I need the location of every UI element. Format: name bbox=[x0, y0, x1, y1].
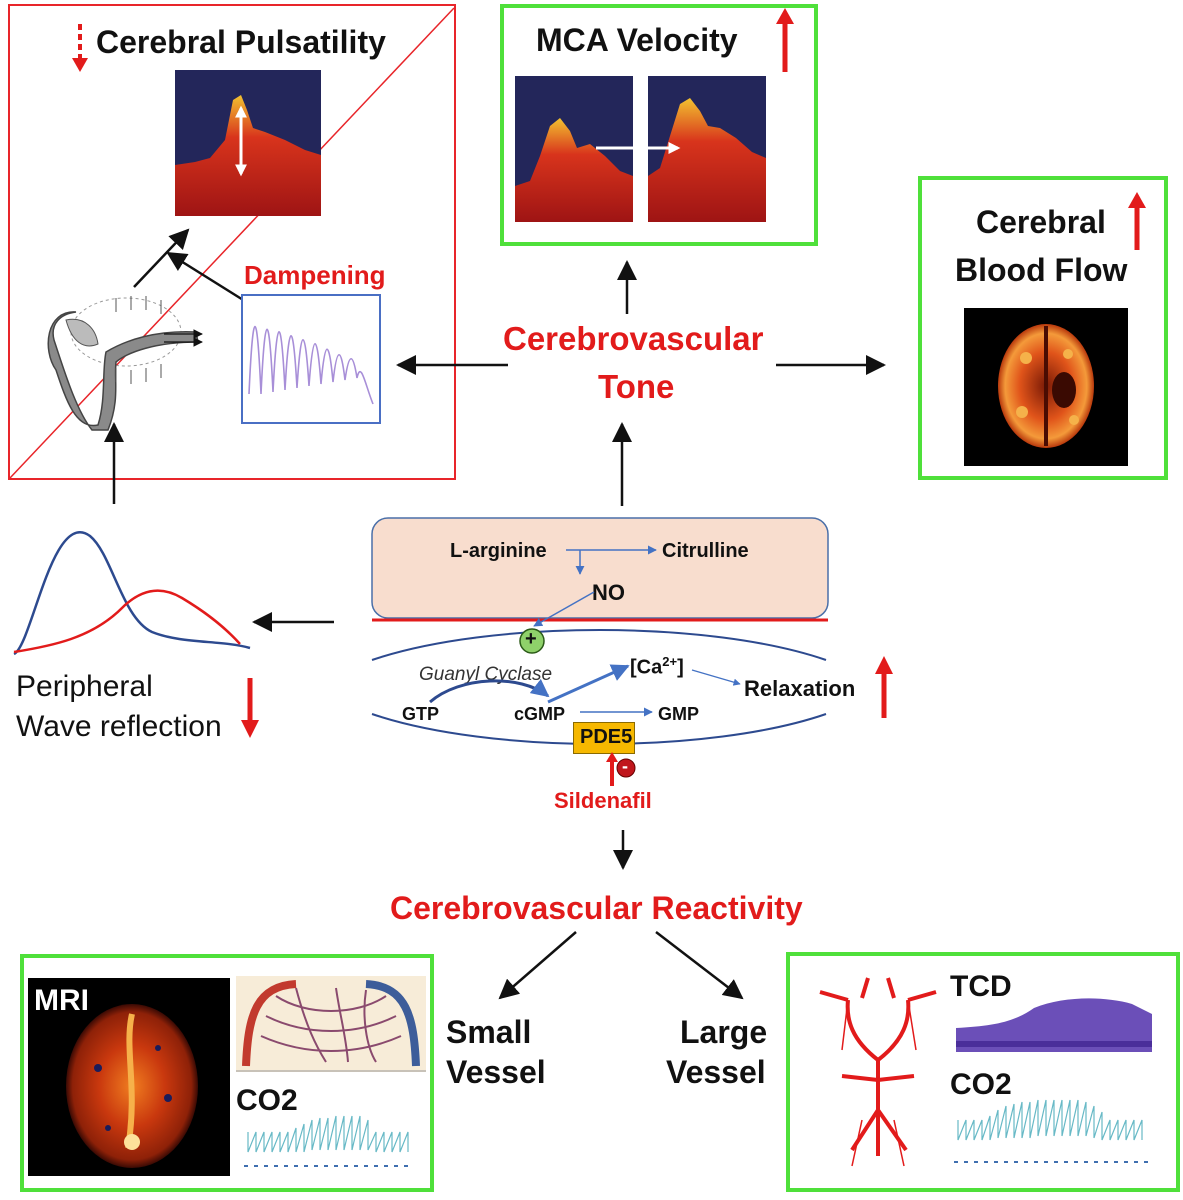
arrow-tone-to-cbf bbox=[776, 355, 886, 375]
panel-strike-line bbox=[9, 7, 455, 479]
calcium-text: [Ca bbox=[630, 656, 663, 679]
plus-sign: + bbox=[525, 628, 537, 650]
calcium-superscript: 2+ bbox=[662, 654, 678, 669]
sildenafil-label: Sildenafil bbox=[554, 788, 652, 813]
brain-perfusion-scan-image bbox=[964, 308, 1128, 466]
arrows-to-pulsatility bbox=[133, 228, 249, 305]
calcium-close: ] bbox=[677, 656, 684, 679]
circle-of-willis-image bbox=[819, 977, 937, 1167]
guanyl-cyclase-label: Guanyl Cyclase bbox=[419, 664, 553, 685]
mca-doppler-before-image bbox=[515, 76, 633, 222]
dotted-down-arrow-icon bbox=[72, 24, 88, 72]
gmp-label: GMP bbox=[658, 704, 700, 724]
calcium-label: [Ca2+] bbox=[630, 654, 684, 680]
sildenafil-inhibit-icon bbox=[606, 752, 636, 786]
large-co2-trace-image bbox=[954, 1099, 1150, 1163]
up-arrow-relaxation-icon bbox=[875, 656, 893, 718]
peripheral-label-line1: Peripheral bbox=[16, 670, 153, 703]
large-vessel-label-line1: Large bbox=[680, 1014, 768, 1050]
capillary-network-image bbox=[236, 976, 426, 1072]
no-label: NO bbox=[592, 580, 625, 605]
pathway-arrows bbox=[533, 545, 657, 627]
mri-label: MRI bbox=[34, 984, 89, 1017]
l-arginine-label: L-arginine bbox=[450, 540, 547, 562]
relaxation-label: Relaxation bbox=[744, 676, 856, 701]
large-co2-label: CO2 bbox=[950, 1068, 1012, 1101]
tcd-trace-image bbox=[956, 998, 1152, 1052]
cerebral-pulsatility-title: Cerebral Pulsatility bbox=[96, 24, 386, 60]
cbf-title-line2: Blood Flow bbox=[955, 252, 1128, 288]
peripheral-waveform-image bbox=[13, 531, 251, 656]
mca-velocity-panel bbox=[500, 4, 818, 246]
mca-velocity-title: MCA Velocity bbox=[536, 22, 738, 58]
mca-shift-arrow bbox=[596, 142, 681, 154]
peripheral-label-line2: Wave reflection bbox=[16, 710, 222, 743]
reaction-arrows bbox=[429, 664, 741, 717]
small-vessel-label-line2: Vessel bbox=[446, 1054, 546, 1090]
pde5-box bbox=[573, 722, 635, 754]
cbf-title-line1: Cerebral bbox=[976, 204, 1106, 240]
arrow-tone-to-mca bbox=[617, 260, 637, 314]
reactivity-branch-arrows bbox=[498, 931, 744, 1000]
arrow-to-peripheral bbox=[252, 612, 334, 632]
small-co2-trace-image bbox=[244, 1115, 414, 1167]
small-vessel-panel bbox=[20, 954, 434, 1192]
tone-label-line1: Cerebrovascular bbox=[503, 320, 764, 357]
gtp-label: GTP bbox=[402, 704, 440, 724]
up-arrow-cbf-icon bbox=[1128, 192, 1146, 250]
arrow-to-reactivity bbox=[613, 830, 633, 870]
small-vessel-label-line1: Small bbox=[446, 1014, 532, 1050]
tone-label-line2: Tone bbox=[598, 368, 675, 405]
arrow-tone-to-dampening bbox=[396, 355, 508, 375]
endothelial-cell-shape bbox=[371, 517, 829, 622]
plus-circle-icon bbox=[519, 628, 545, 654]
large-vessel-panel bbox=[786, 952, 1180, 1192]
mri-scan-image bbox=[28, 978, 230, 1176]
citrulline-label: Citrulline bbox=[662, 540, 749, 562]
down-arrow-peripheral-icon bbox=[241, 678, 259, 738]
dampening-waveform-image bbox=[241, 294, 381, 424]
large-vessel-label-line2: Vessel bbox=[666, 1054, 766, 1090]
minus-sign: - bbox=[622, 756, 628, 776]
cerebral-blood-flow-panel bbox=[918, 176, 1168, 480]
doppler-waveform-image bbox=[175, 70, 321, 216]
heart-aorta-icon bbox=[47, 296, 203, 431]
tcd-label: TCD bbox=[950, 970, 1012, 1003]
cgmp-label: cGMP bbox=[514, 704, 566, 724]
pde5-label: PDE5 bbox=[580, 726, 633, 748]
arrow-cell-to-tone bbox=[612, 422, 632, 506]
arrow-up-from-peripheral bbox=[104, 422, 124, 504]
small-co2-label: CO2 bbox=[236, 1084, 298, 1117]
dampening-label: Dampening bbox=[244, 260, 386, 290]
cerebral-pulsatility-panel bbox=[8, 4, 456, 480]
up-arrow-mca-icon bbox=[776, 8, 794, 72]
reactivity-title: Cerebrovascular Reactivity bbox=[390, 890, 803, 926]
